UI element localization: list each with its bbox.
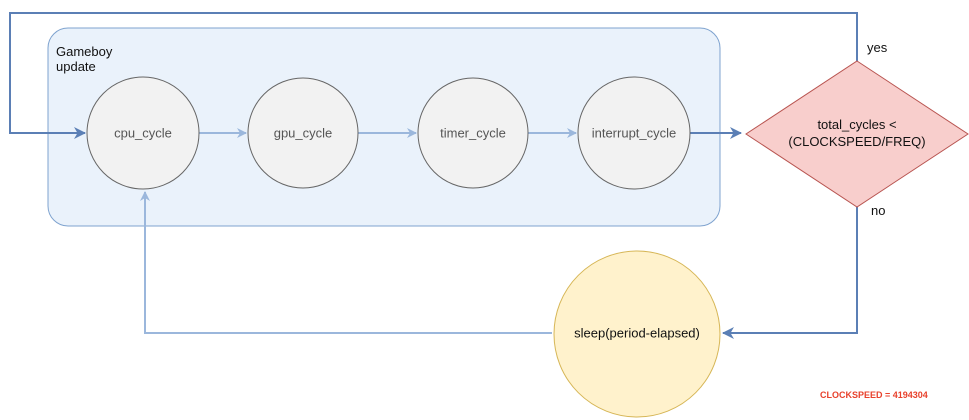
node-cpu-cycle [86,76,200,190]
node-interrupt-cycle [577,76,691,190]
cpu-cycle-label: cpu_cycle [114,125,172,141]
node-timer-cycle [417,77,529,189]
edge-yes-loop [9,12,858,139]
gpu-cycle-label: gpu_cycle [273,125,333,141]
edge-sleep-cpu [140,191,552,334]
node-decision [745,60,969,208]
interrupt-cycle-label: interrupt_cycle [591,125,677,141]
node-gpu-cycle [247,77,359,189]
group-label-line2: update [56,59,96,74]
gameboy-update-group [47,27,721,227]
decision-label: total_cycles < (CLOCKSPEED/FREQ) [772,116,942,150]
sleep-label: sleep(period-elapsed) [574,325,700,341]
timer-cycle-label: timer_cycle [440,125,506,141]
group-label: Gameboy update [56,44,112,74]
edge-no-label: no [871,203,886,218]
group-label-line1: Gameboy [56,44,113,59]
clockspeed-footnote: CLOCKSPEED = 4194304 [820,390,928,400]
decision-label-line1: total_cycles < [817,117,897,132]
edge-yes-label: yes [867,40,888,55]
node-sleep [553,250,721,418]
decision-label-line2: (CLOCKSPEED/FREQ) [788,134,926,149]
edge-no [722,207,858,339]
